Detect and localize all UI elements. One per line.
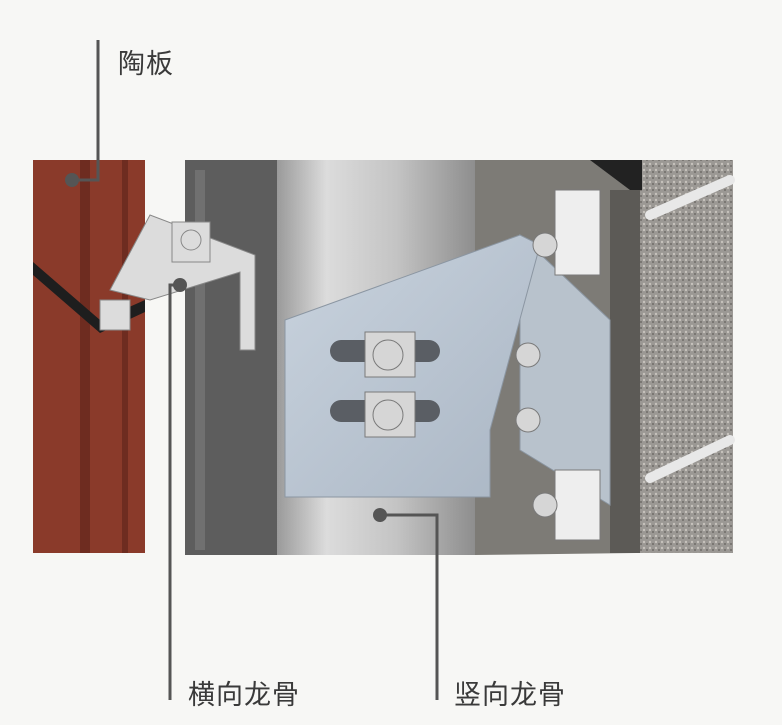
l-bracket-wall-plate	[519, 233, 611, 506]
bolts	[364, 189, 601, 541]
anchor-rods	[645, 175, 735, 483]
concrete-wall	[640, 160, 733, 553]
label-panel: 陶板	[118, 49, 174, 80]
label-vertical-keel: 竖向龙骨	[454, 680, 566, 711]
label-horizontal-keel: 横向龙骨	[188, 680, 300, 711]
